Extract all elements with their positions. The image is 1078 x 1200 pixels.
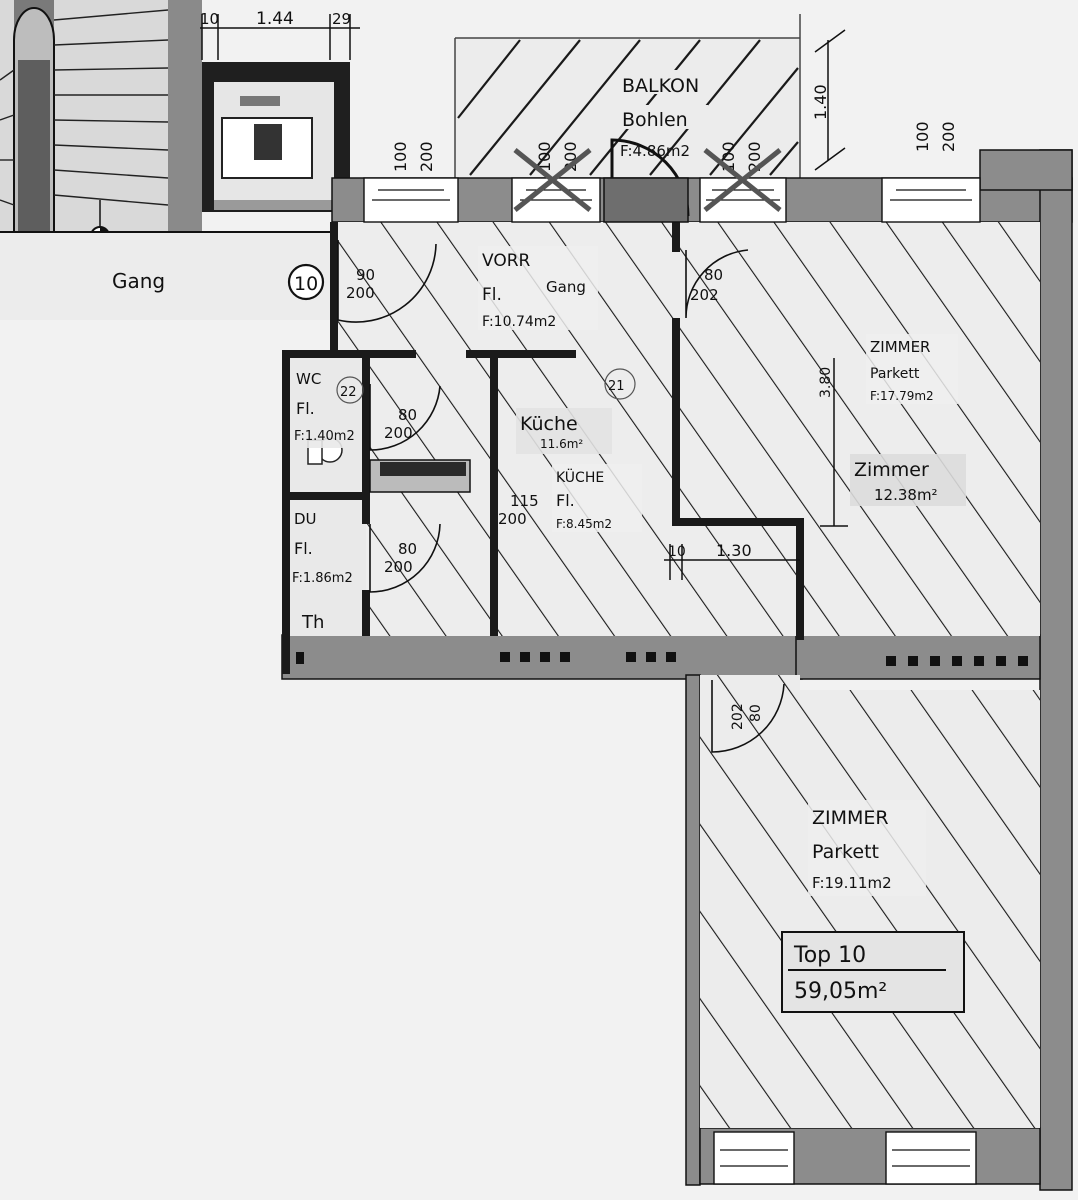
balcony: BALKON Bohlen F:4.86m2 1.40 bbox=[454, 14, 846, 178]
dim-label: 1.44 bbox=[256, 9, 294, 29]
dim-label: 10 bbox=[200, 10, 219, 28]
door-label: 202 bbox=[690, 286, 719, 304]
unit-summary-box: Top 10 59,05m² bbox=[781, 931, 965, 1013]
door-label: 90 bbox=[356, 266, 375, 284]
svg-text:100: 100 bbox=[535, 141, 554, 172]
corridor-label: Gang bbox=[112, 269, 165, 293]
door-label: 200 bbox=[384, 424, 413, 442]
svg-text:100: 100 bbox=[391, 141, 410, 172]
room-labels: VORR Fl. Gang F:10.74m2 WC 22 Fl. F:1.40… bbox=[292, 246, 966, 896]
inner-dimension: 10 1.30 bbox=[664, 541, 800, 580]
door-label: 200 bbox=[384, 558, 413, 576]
balcony-name: BALKON bbox=[622, 75, 699, 97]
room-floor-vorr: Fl. bbox=[482, 285, 502, 305]
door-labels: 90 200 80 202 80 200 80 200 115 200 202 … bbox=[346, 266, 764, 730]
dim-label: 10 bbox=[668, 544, 686, 560]
top-dimension: 10 1.44 29 bbox=[200, 9, 360, 60]
room-handwriting-kueche: Küche bbox=[520, 413, 578, 435]
room-name-du: DU bbox=[294, 510, 317, 528]
room-handwriting-vorr: Gang bbox=[546, 278, 586, 296]
room-handwriting-area-kueche: 11.6m² bbox=[540, 437, 583, 451]
door-label: 80 bbox=[398, 540, 417, 558]
unit-number-badge bbox=[287, 263, 325, 301]
room-area-du: F:1.86m2 bbox=[292, 571, 353, 586]
room-area-zimmer2: F:19.11m2 bbox=[812, 874, 892, 892]
svg-text:200: 200 bbox=[939, 121, 958, 152]
staircase bbox=[0, 0, 202, 246]
door-label: 200 bbox=[346, 284, 375, 302]
balcony-area: F:4.86m2 bbox=[620, 142, 690, 160]
unit-name: Top 10 bbox=[793, 943, 866, 968]
door-label: 80 bbox=[398, 406, 417, 424]
corridor: Gang 10 bbox=[0, 231, 332, 320]
dim-label: 3.80 bbox=[818, 367, 834, 398]
unit-number: 10 bbox=[294, 273, 318, 295]
room-area-kueche: F:8.45m2 bbox=[556, 517, 612, 531]
room-area-wc: F:1.40m2 bbox=[294, 429, 355, 444]
window-label: 100 200 100 200 100 200 100 200 bbox=[391, 121, 958, 172]
balcony-floor: Bohlen bbox=[622, 109, 688, 131]
dim-label: 29 bbox=[332, 10, 351, 28]
room-floor-zimmer2: Parkett bbox=[812, 841, 879, 863]
svg-text:200: 200 bbox=[417, 141, 436, 172]
door-label: 202 bbox=[730, 703, 746, 730]
room-area-zimmer1: F:17.79m2 bbox=[870, 389, 934, 403]
room-floor-kueche: Fl. bbox=[556, 491, 575, 510]
room-name-kueche: KÜCHE bbox=[556, 468, 604, 486]
room-handwriting-zimmer1: Zimmer bbox=[854, 459, 929, 481]
room-name-zimmer2: ZIMMER bbox=[812, 807, 889, 829]
door-label: 80 bbox=[748, 704, 764, 722]
room-name-zimmer1: ZIMMER bbox=[870, 338, 930, 356]
room-number-kueche: 21 bbox=[608, 379, 625, 394]
room-handwriting-area-zimmer1: 12.38m² bbox=[874, 486, 938, 504]
unit-area: 59,05m² bbox=[794, 979, 887, 1004]
inner-walls bbox=[282, 222, 804, 640]
room-name-vorr: VORR bbox=[482, 251, 531, 271]
windows: 100 200 100 200 100 200 100 200 bbox=[363, 121, 981, 223]
room-floor-du: Fl. bbox=[294, 539, 313, 558]
door-label: 80 bbox=[704, 266, 723, 284]
svg-text:100: 100 bbox=[913, 121, 932, 152]
room-area-vorr: F:10.74m2 bbox=[482, 314, 556, 330]
balcony-depth-dim: 1.40 bbox=[811, 84, 830, 120]
door-swings bbox=[337, 240, 785, 753]
dim-label: 1.30 bbox=[716, 541, 752, 560]
door-label: 200 bbox=[498, 510, 527, 528]
room-number-wc: 22 bbox=[340, 385, 357, 400]
room-floor-zimmer1: Parkett bbox=[870, 366, 920, 382]
room-floor-wc: Fl. bbox=[296, 399, 315, 418]
wall-niches bbox=[296, 652, 1028, 666]
room-fills bbox=[336, 222, 1040, 1128]
room-name-wc: WC bbox=[296, 370, 321, 388]
elevator-shaft bbox=[202, 62, 350, 212]
zimmer1-dimension: 3.80 bbox=[818, 358, 848, 527]
th-label: Th bbox=[301, 612, 324, 633]
door-label: 115 bbox=[510, 492, 539, 510]
bottom-windows bbox=[713, 1131, 977, 1185]
